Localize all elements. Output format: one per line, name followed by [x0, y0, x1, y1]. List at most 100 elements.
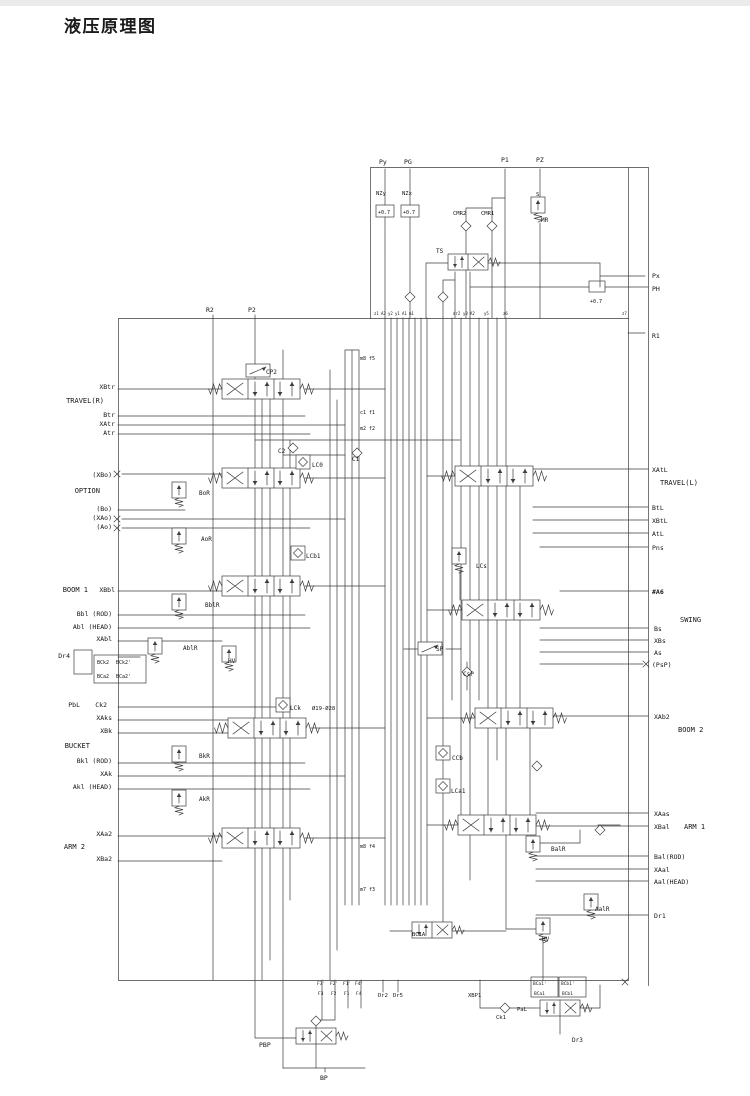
label-port-xak: XAk: [100, 770, 112, 778]
label-port-ao: (Ao): [96, 523, 112, 531]
check-cmr2: [460, 220, 472, 232]
closed-port-marks: [113, 470, 650, 986]
label-port-pg: PG: [404, 158, 412, 166]
check-ccb: [435, 745, 451, 761]
label-port-p2: P2: [248, 306, 256, 314]
valve-boom1: [208, 575, 314, 597]
label-93: BCk2': [116, 660, 131, 666]
label-hv-left: HV: [228, 658, 236, 665]
ph-orifice-box: [588, 280, 606, 293]
label-tap-m8f4: m8 f4: [360, 844, 375, 850]
label-ablr: AblR: [183, 645, 198, 652]
pilot-bundle-left: [344, 349, 360, 906]
check-pilot-a: [404, 291, 416, 303]
label-port-abl: Abl (HEAD): [73, 623, 112, 631]
label-127: BCb1: [562, 991, 573, 997]
label-port-xatl: XAtL: [652, 466, 668, 474]
label-group-arm2: ARM 2: [64, 843, 85, 851]
label-tap-m8f5: m8 f5: [360, 356, 375, 362]
label-aalr: AalR: [595, 906, 610, 913]
label-group-travel-r: TRAVEL(R): [66, 397, 104, 405]
label-bblr: BblR: [205, 602, 220, 609]
label-116: F2: [331, 991, 337, 997]
label-pbp: PBP: [259, 1041, 271, 1049]
label-port-xba2: XBa2: [96, 855, 112, 863]
label-port-xbo: (XBo): [92, 471, 112, 479]
label-port-bo: (Bo): [96, 505, 112, 513]
check-cmr1: [486, 220, 498, 232]
lines-layer: [73, 167, 650, 1073]
label-cp2: CP2: [266, 369, 277, 376]
relief-ablr: [147, 637, 163, 664]
label-nzy: NZy: [376, 191, 387, 197]
label-port-pns: Pns: [652, 544, 664, 552]
check-boom2: [531, 760, 543, 772]
label-group-bucket: BUCKET: [65, 742, 91, 750]
valve-travel-right: [208, 378, 314, 400]
top-gray-strip: [0, 0, 750, 6]
check-lc0: [295, 454, 311, 470]
right-port-lines: [532, 468, 649, 916]
label-114: F4': [355, 981, 363, 987]
main-block-outline: [118, 318, 629, 981]
label-c2: C2: [278, 448, 286, 455]
label-port-xbbl: XBbl: [99, 586, 115, 594]
label-port-xaas: XAas: [654, 810, 670, 818]
label-port-as: As: [654, 649, 662, 657]
label-cmr2: CMR2: [453, 211, 466, 217]
label-cmr1: CMR1: [481, 211, 494, 217]
label-tap-c1f1: c1 f1: [360, 410, 375, 416]
relief-bkr: [171, 745, 187, 772]
pilot-bundle-right: [442, 317, 507, 939]
pilot-bundle-main: [384, 317, 428, 906]
label-port-p1: P1: [501, 156, 509, 164]
label-dr4: Dr4: [58, 652, 70, 660]
label-113: F1': [343, 981, 351, 987]
label-mr: MR: [541, 217, 549, 224]
label-akr: AkR: [199, 796, 210, 803]
check-lcb1: [290, 545, 306, 561]
label-port-xbtr: XBtr: [99, 383, 115, 391]
relief-bor: [171, 481, 187, 508]
label-port-a6: #A6: [652, 588, 664, 596]
left-port-lines: [117, 388, 346, 862]
label-port-xaks: XAks: [96, 714, 112, 722]
label-24: m1: [409, 311, 414, 316]
label-port-r2: R2: [206, 306, 214, 314]
label-port-xbk: XBk: [100, 727, 112, 735]
label-port-xbal: XBal: [654, 823, 670, 831]
check-c2: [287, 442, 299, 454]
check-lca1: [435, 778, 451, 794]
label-port-psp: (PsP): [652, 661, 672, 669]
r2-p2-lines: [212, 314, 297, 1039]
relief-aor: [171, 527, 187, 554]
label-117: F1: [344, 991, 350, 997]
label-bp: BP: [320, 1074, 328, 1082]
label-port-pbl: PbL: [68, 701, 80, 709]
label-port-py: Py: [379, 158, 387, 166]
label-aor: AoR: [201, 536, 212, 543]
label-nzx: NZx: [402, 191, 413, 197]
label-c1: C1: [352, 456, 360, 463]
label-port-xaa2: XAa2: [96, 830, 112, 838]
label-balr: BalR: [551, 846, 566, 853]
relief-akr: [171, 789, 187, 816]
label-port-px: Px: [652, 272, 660, 280]
label-30: z7: [622, 311, 627, 316]
nzy-orifice-box: [375, 204, 395, 218]
label-sp: SP: [436, 646, 444, 653]
label-20: A3: [381, 311, 386, 316]
bcb1-box: [558, 976, 587, 998]
label-22: y1: [395, 311, 400, 316]
label-118: F4: [356, 991, 362, 997]
label-port-xab2: XAb2: [654, 713, 670, 721]
label-lck-size: Ø19-Ø28: [312, 705, 335, 712]
label-ccb: CCb: [452, 755, 463, 762]
label-dr2: Dr2: [378, 993, 388, 999]
dr4-box: [73, 649, 93, 675]
label-port-xbs: XBs: [654, 637, 666, 645]
label-hv-right: HV: [542, 936, 550, 943]
label-92: BCk2: [97, 660, 109, 666]
valve-bucket: [214, 717, 320, 739]
label-126: BCa1: [534, 991, 545, 997]
